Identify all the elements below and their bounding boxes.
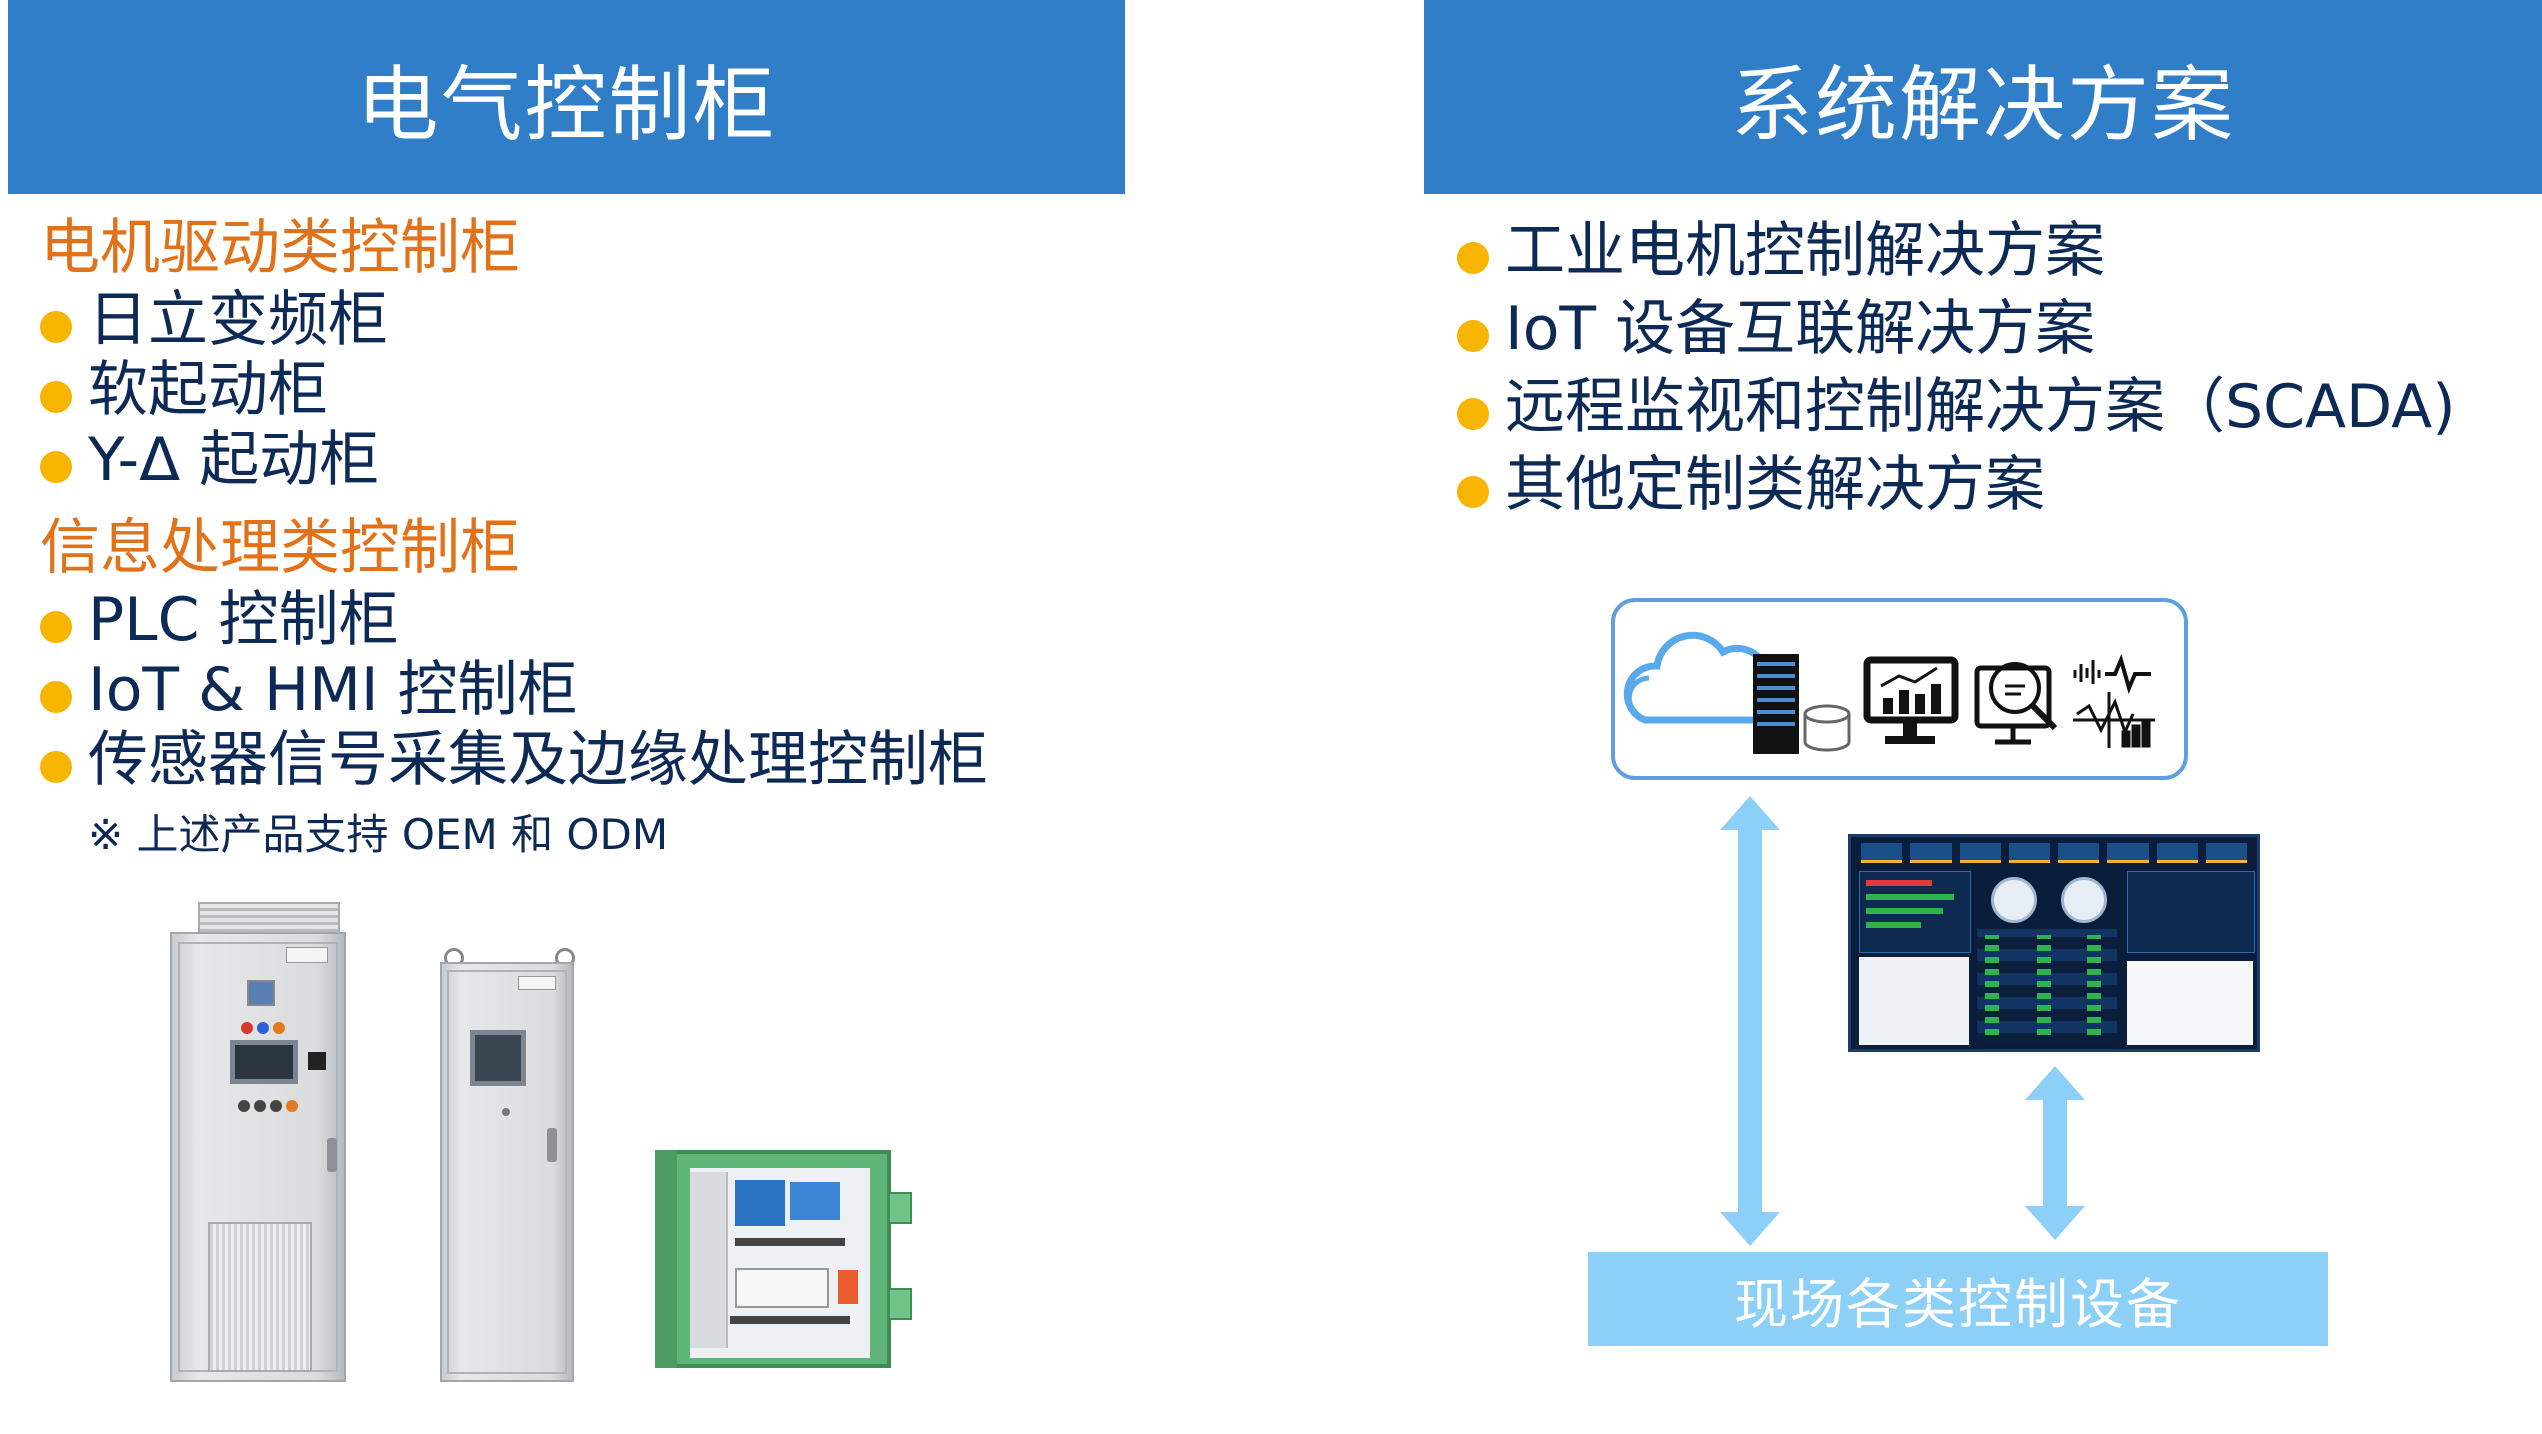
bullet-icon: [40, 311, 72, 343]
data-analysis-icon: [1974, 662, 2058, 745]
bullet-icon: [1457, 398, 1489, 430]
oem-odm-note: ※ 上述产品支持 OEM 和 ODM: [88, 810, 669, 859]
bullet-icon: [1457, 242, 1489, 274]
list-item: 远程监视和控制解决方案（SCADA): [1457, 368, 2456, 446]
right-header: 系统解决方案: [1424, 0, 2542, 194]
bullet-icon: [40, 751, 72, 783]
left-header: 电气控制柜: [8, 0, 1125, 194]
bullet-icon: [1457, 320, 1489, 352]
double-arrow-icon: [2025, 1066, 2085, 1240]
server-rack-icon: [1753, 654, 1799, 754]
field-devices-box: 现场各类控制设备: [1588, 1252, 2328, 1346]
cloud-services-box: [1611, 598, 2188, 780]
bullet-icon: [40, 611, 72, 643]
motor-drive-section: 电机驱动类控制柜 日立变频柜 软起动柜 Y-Δ 起动柜: [40, 211, 520, 495]
dashboard-tabs: [1861, 843, 2247, 863]
list-item: Y-Δ 起动柜: [40, 425, 520, 495]
motor-drive-title: 电机驱动类控制柜: [40, 213, 520, 283]
bullet-icon: [1457, 476, 1489, 508]
list-item: 软起动柜: [40, 355, 520, 425]
bullet-icon: [40, 451, 72, 483]
signal-chart-icon: [2073, 654, 2155, 748]
list-item: IoT & HMI 控制柜: [40, 655, 988, 725]
list-item: IoT 设备互联解决方案: [1457, 290, 2456, 368]
list-item: 传感器信号采集及边缘处理控制柜: [40, 725, 988, 795]
list-item: PLC 控制柜: [40, 585, 988, 655]
list-item: 其他定制类解决方案: [1457, 446, 2456, 524]
database-icon: [1803, 704, 1851, 752]
bullet-icon: [40, 681, 72, 713]
icon-strip: [1623, 631, 2155, 754]
monitor-chart-icon: [1863, 656, 1959, 744]
list-item: 日立变频柜: [40, 285, 520, 355]
scada-dashboard-image: [1848, 834, 2260, 1052]
double-arrow-icon: [1720, 796, 1780, 1246]
bullet-icon: [40, 381, 72, 413]
info-processing-section: 信息处理类控制柜 PLC 控制柜 IoT & HMI 控制柜 传感器信号采集及边…: [40, 511, 988, 865]
list-item: 工业电机控制解决方案: [1457, 212, 2456, 290]
info-processing-title: 信息处理类控制柜: [40, 513, 520, 583]
solutions-list: 工业电机控制解决方案 IoT 设备互联解决方案 远程监视和控制解决方案（SCAD…: [1457, 212, 2456, 524]
